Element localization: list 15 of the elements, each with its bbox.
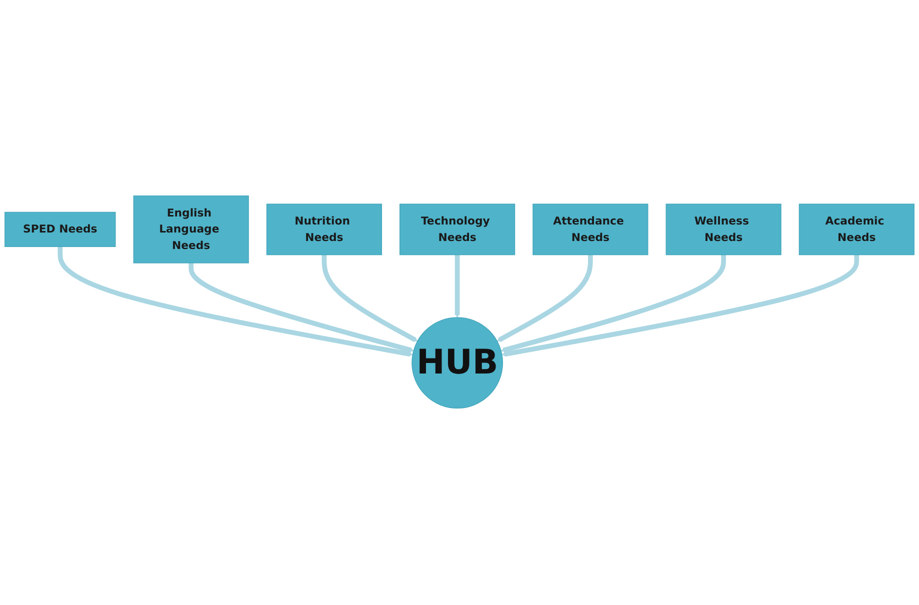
node-box: Academic Needs: [798, 204, 914, 256]
node-box: Technology Needs: [400, 204, 516, 256]
arrow: [496, 255, 593, 343]
arrow: [454, 255, 460, 318]
arrow: [322, 255, 418, 343]
node-circle: HUB: [412, 318, 503, 409]
arrow: [502, 255, 860, 358]
node-box: SPED Needs: [4, 212, 116, 248]
node-box: Wellness Needs: [666, 204, 782, 256]
node-box: English Language Needs: [133, 196, 249, 264]
node-box: Nutrition Needs: [266, 204, 382, 256]
arrow: [500, 255, 726, 354]
node-box: Attendance Needs: [532, 204, 648, 256]
arrow: [188, 263, 414, 354]
arrow: [58, 247, 413, 358]
